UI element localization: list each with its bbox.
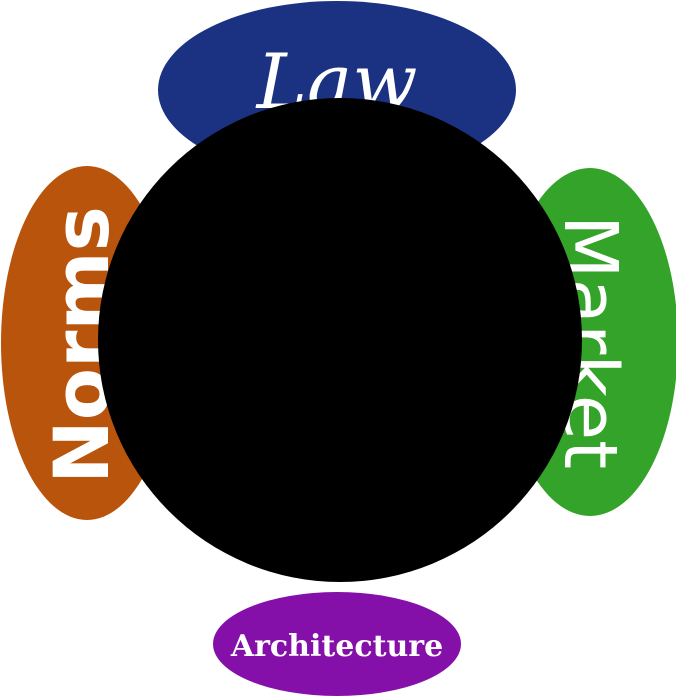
architecture-ellipse	[213, 592, 461, 696]
center-circle	[98, 98, 582, 582]
architecture-label: Architecture	[230, 629, 443, 664]
architecture-node: Architecture	[213, 592, 461, 696]
